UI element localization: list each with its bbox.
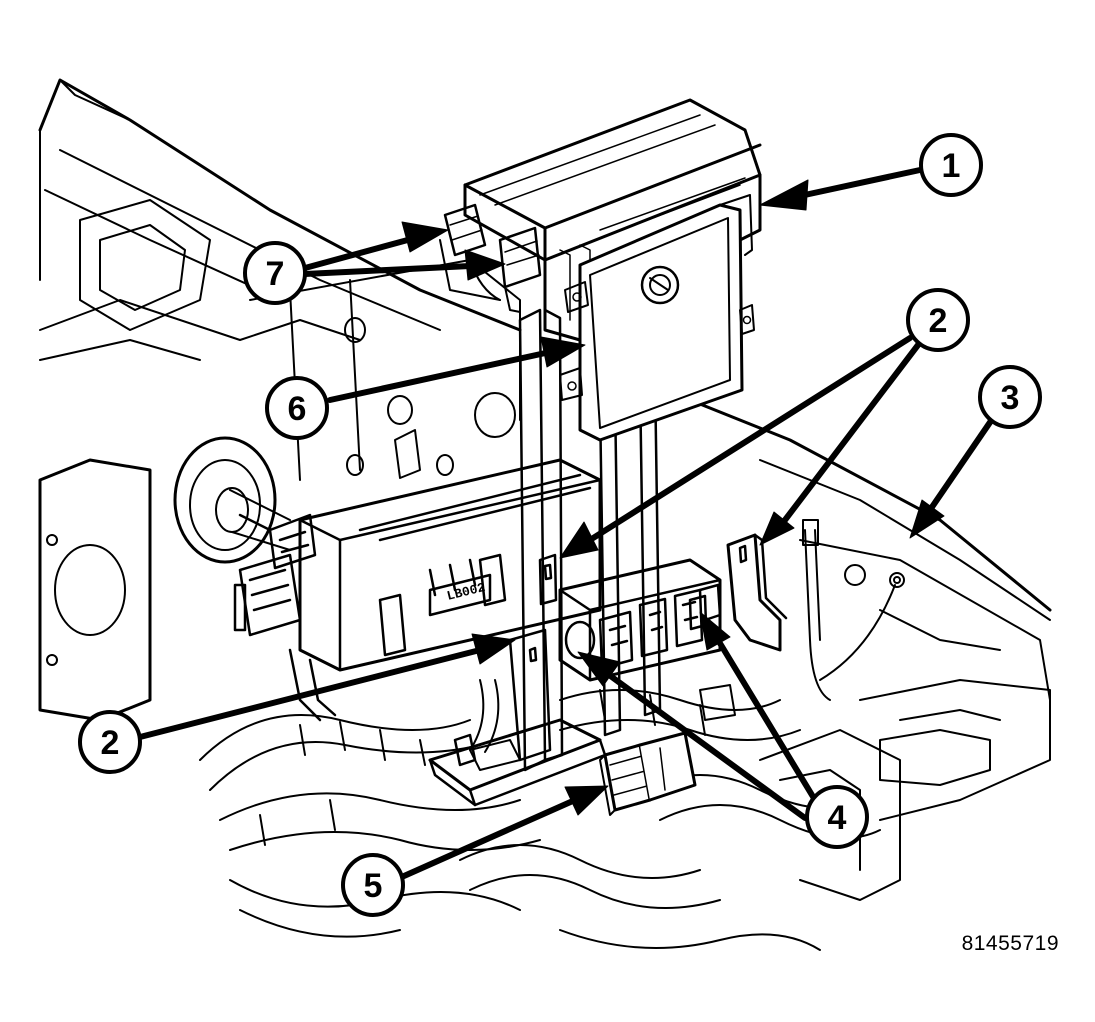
leader-arrow-4-right — [715, 637, 818, 803]
svg-text:5: 5 — [364, 867, 383, 905]
svg-text:4: 4 — [828, 799, 847, 837]
callout-6: 6 — [265, 376, 329, 440]
callout-2-upper: 2 — [906, 288, 970, 352]
leader-arrow-2a-right — [782, 342, 921, 523]
svg-text:6: 6 — [288, 390, 307, 428]
harness-connector — [599, 731, 697, 816]
svg-text:3: 3 — [1001, 379, 1020, 417]
svg-text:7: 7 — [266, 255, 285, 293]
leader-arrow-3 — [927, 412, 998, 513]
clip-bracket-right — [726, 533, 788, 652]
leader-arrow-6 — [327, 349, 553, 403]
callout-4: 4 — [805, 785, 869, 849]
vehicle-body-structure — [38, 78, 1052, 901]
wiring-harness — [199, 519, 896, 951]
leader-arrow-5 — [392, 797, 578, 883]
leader-arrow-7b — [302, 263, 473, 277]
leader-arrow-1 — [797, 167, 923, 199]
connector-block — [558, 558, 722, 682]
figure-number: 81455719 — [961, 932, 1059, 955]
callout-2-lower: 2 — [78, 710, 142, 774]
leader-arrow-2a-left — [587, 335, 913, 543]
leader-arrow-4-left — [602, 669, 808, 821]
leader-arrow-2b — [137, 647, 483, 740]
svg-text:1: 1 — [942, 147, 961, 185]
leader-arrows — [137, 167, 998, 883]
callout-1: 1 — [919, 133, 983, 197]
leader-arrow-7a — [302, 235, 418, 271]
svg-text:2: 2 — [101, 724, 120, 762]
svg-text:2: 2 — [929, 302, 948, 340]
pcm-module — [439, 98, 762, 442]
callout-5: 5 — [341, 853, 405, 917]
callout-7: 7 — [243, 241, 307, 305]
callout-3: 3 — [978, 365, 1042, 429]
